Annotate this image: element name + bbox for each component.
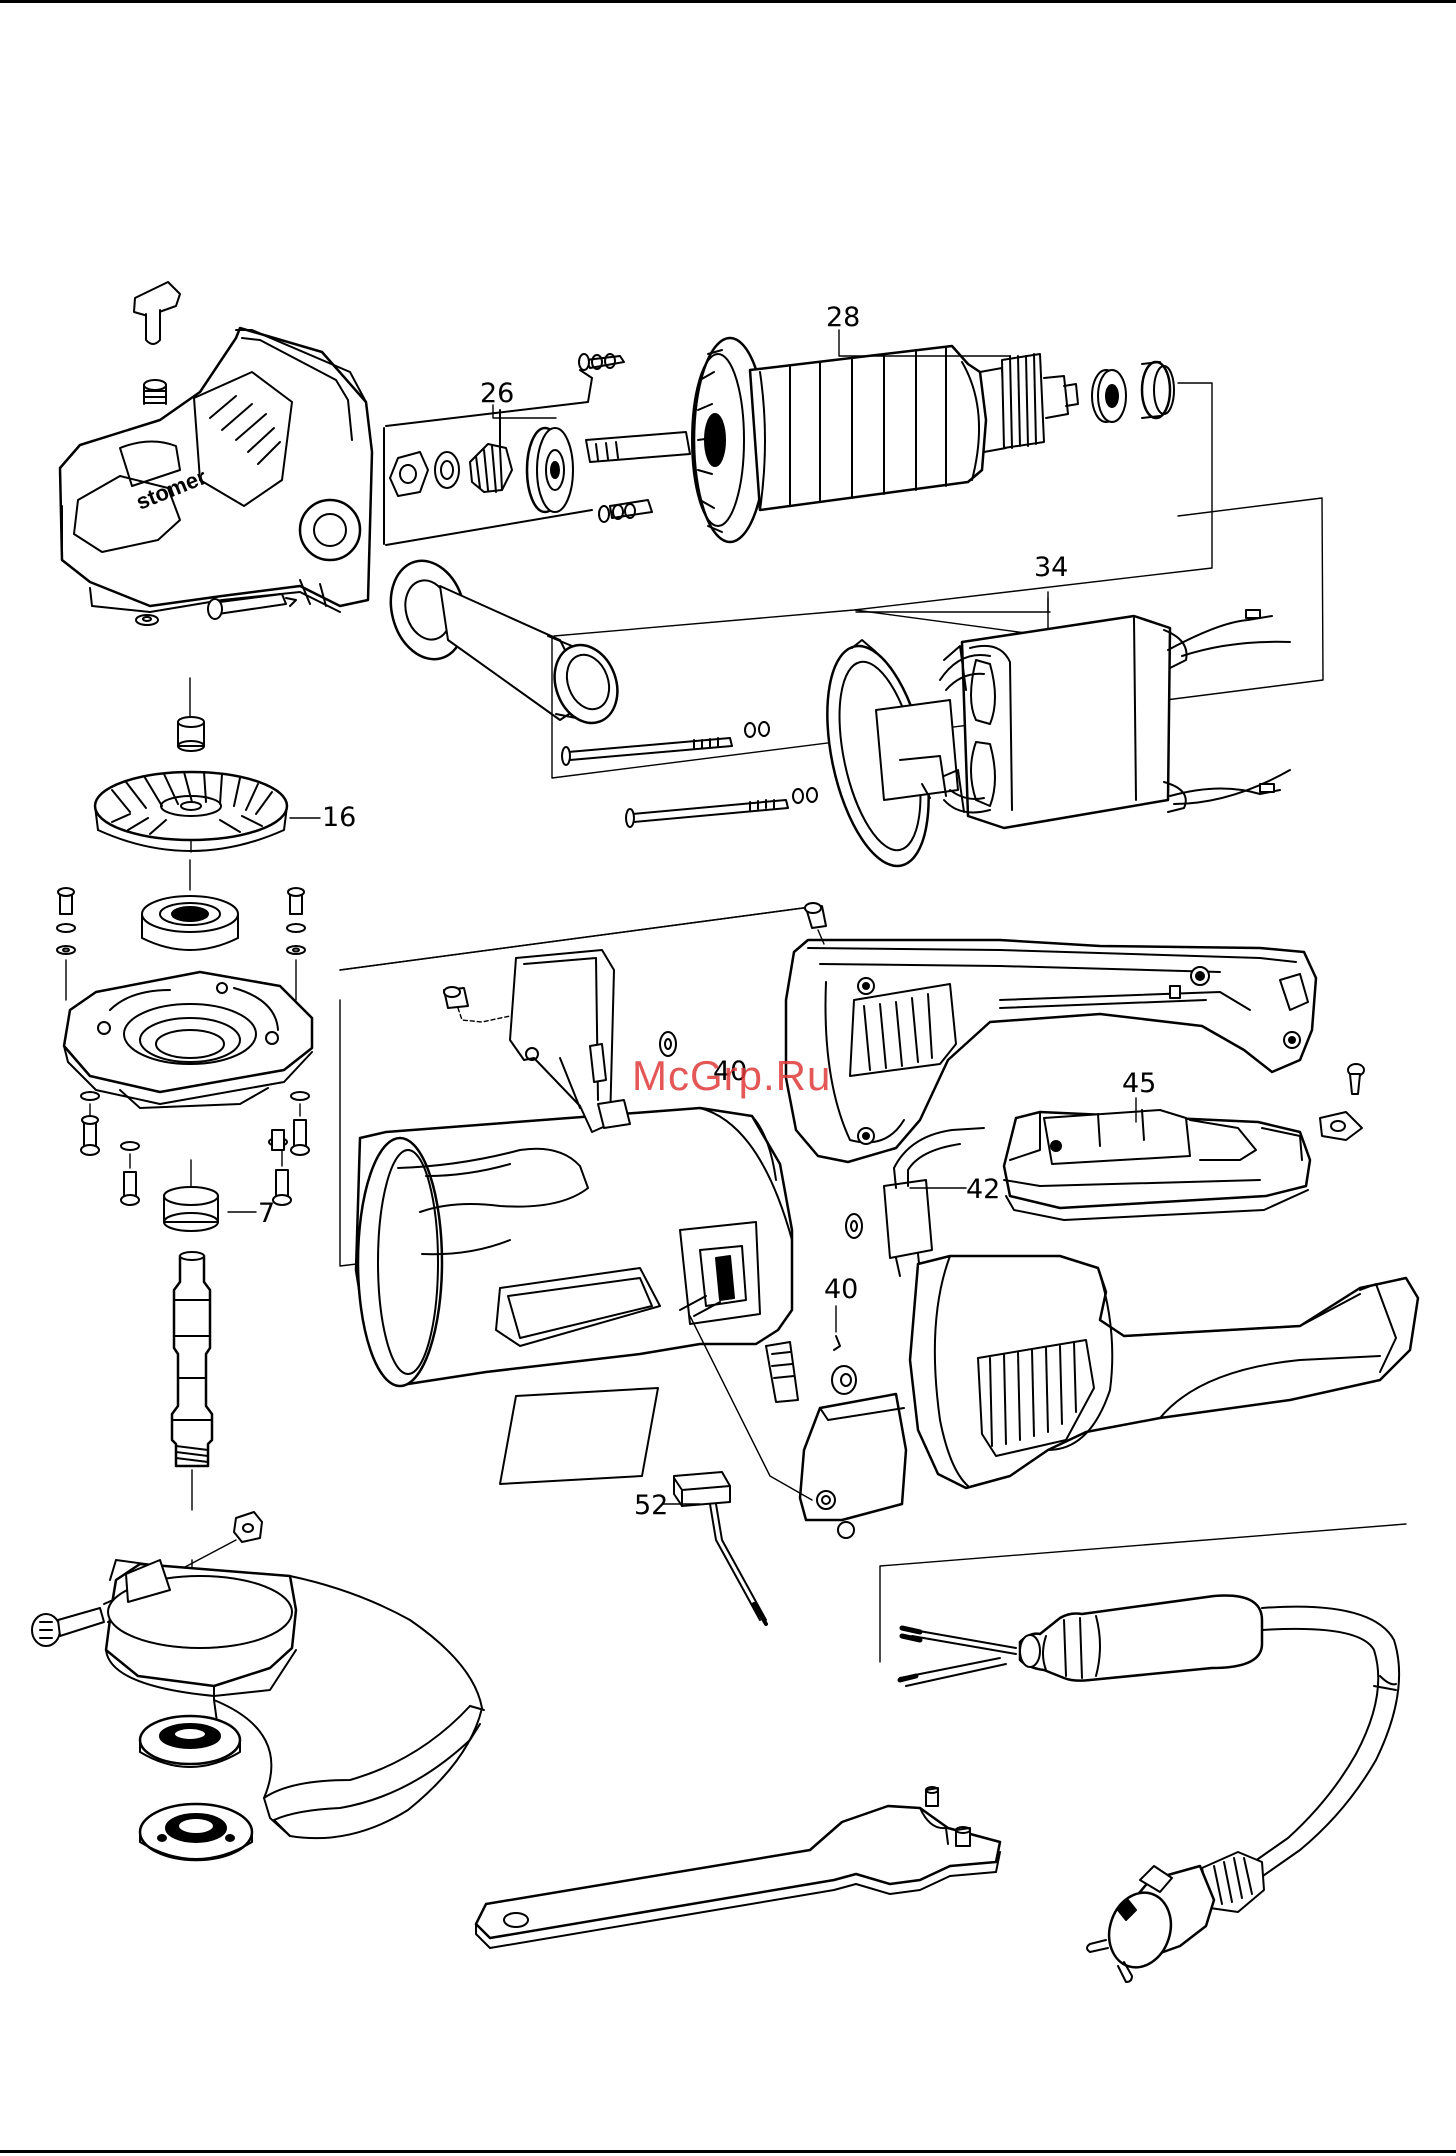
rating-label bbox=[500, 1388, 658, 1484]
gear-housing: stomer bbox=[60, 328, 372, 612]
inner-flange bbox=[140, 1716, 240, 1767]
callout-42: 42 bbox=[966, 1174, 1000, 1205]
armature bbox=[586, 338, 1078, 542]
spindle-bushing bbox=[164, 1160, 218, 1231]
callout-52: 52 bbox=[634, 1490, 668, 1521]
air-baffle bbox=[810, 637, 958, 875]
carbon-brush bbox=[674, 1472, 766, 1624]
rear-handle-lower bbox=[910, 1256, 1418, 1488]
washer-small bbox=[136, 615, 158, 625]
plug bbox=[1087, 1852, 1264, 1982]
cable-clamp-screw bbox=[1320, 1064, 1364, 1140]
wheel-guard bbox=[106, 1560, 484, 1838]
callout-45: 45 bbox=[1122, 1068, 1156, 1099]
callout-26: 26 bbox=[480, 378, 514, 409]
bearing-plate bbox=[64, 972, 312, 1108]
power-cord bbox=[1020, 1596, 1399, 1901]
watermark: McGrp.Ru bbox=[632, 1052, 831, 1100]
switch bbox=[1004, 1110, 1310, 1220]
callout-7: 7 bbox=[258, 1198, 275, 1229]
bevel-gear bbox=[95, 772, 287, 852]
side-handle bbox=[380, 552, 628, 731]
brush-holder-plate bbox=[510, 950, 630, 1132]
flange-nut bbox=[140, 1804, 252, 1860]
callout-28: 28 bbox=[826, 302, 860, 333]
stator bbox=[940, 610, 1290, 828]
spindle-lock-button bbox=[134, 282, 180, 404]
spanner-wrench bbox=[476, 1787, 1000, 1948]
spindle-bearing-stack bbox=[178, 678, 204, 751]
motor-housing bbox=[356, 1108, 792, 1386]
brush-holder-lower bbox=[690, 1316, 906, 1538]
gear-bearing bbox=[142, 860, 238, 950]
housing-screw bbox=[208, 594, 296, 619]
callout-16: 16 bbox=[322, 802, 356, 833]
handle-screw-top bbox=[805, 903, 826, 944]
cord-wires bbox=[900, 1628, 1016, 1686]
rear-bearing bbox=[1092, 362, 1174, 422]
callout-40-lower: 40 bbox=[824, 1274, 858, 1305]
through-bolts bbox=[562, 722, 817, 827]
callout-34: 34 bbox=[1034, 552, 1068, 583]
